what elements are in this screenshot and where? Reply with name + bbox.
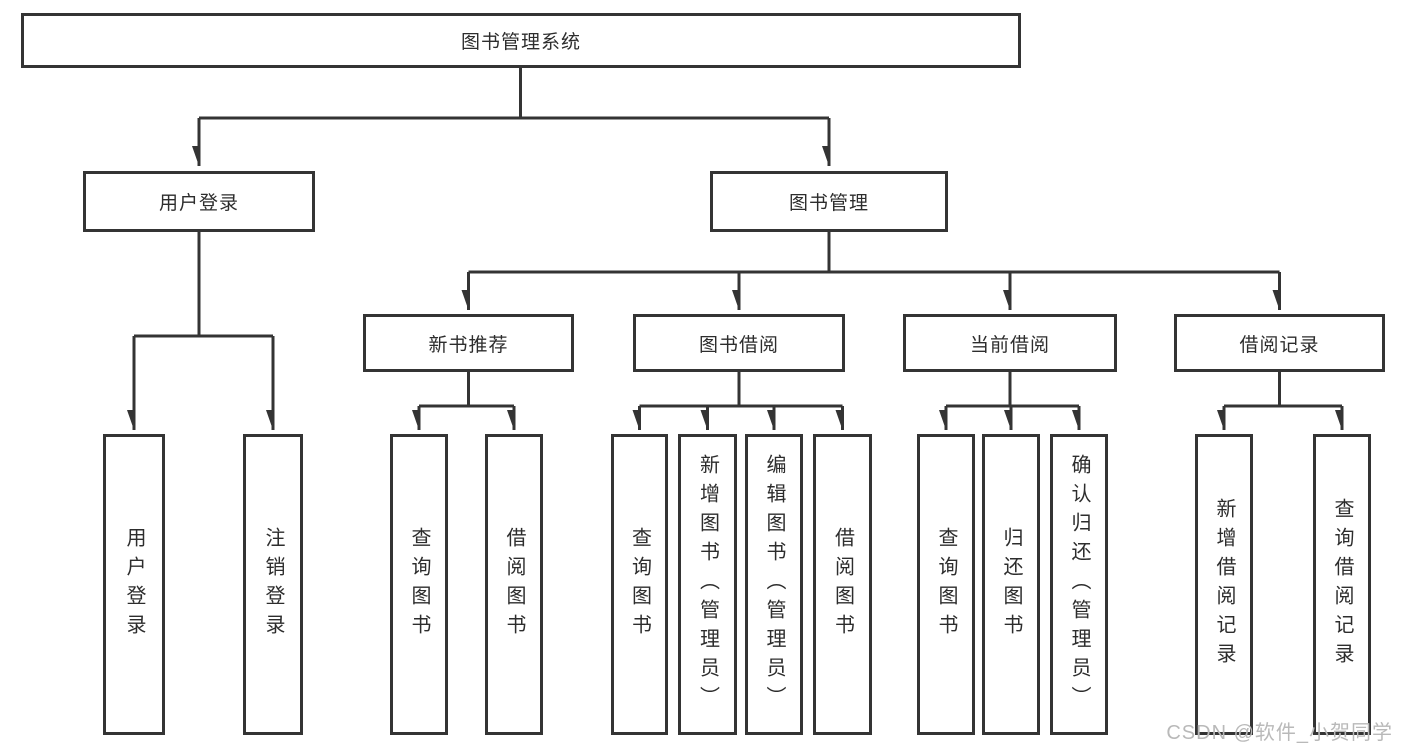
node-label: 查询图书 <box>628 526 651 643</box>
node-label: 新增图书（管理员） <box>696 454 719 715</box>
node-label: 图书管理系统 <box>460 32 581 53</box>
node-label: 图书管理 <box>788 193 869 214</box>
node-label: 编辑图书（管理员） <box>763 454 785 715</box>
tree-edges <box>134 68 1344 430</box>
leaf-edit-books-admin: 编辑图书（管理员） <box>745 434 803 735</box>
csdn-watermark: CSDN @软件_小贺同学 <box>1166 722 1393 744</box>
node-label: 当前借阅 <box>969 334 1050 356</box>
node-book-management: 图书管理 <box>710 171 948 232</box>
leaf-add-borrow-record: 新增借阅记录 <box>1195 434 1253 735</box>
node-label: 用户登录 <box>123 526 145 643</box>
node-new-book-recommend: 新书推荐 <box>363 314 574 372</box>
node-label: 新书推荐 <box>428 334 509 356</box>
node-label: 用户登录 <box>158 193 239 214</box>
node-current-borrow: 当前借阅 <box>903 314 1117 372</box>
node-label: 注销登录 <box>262 526 284 643</box>
node-borrow-record: 借阅记录 <box>1174 314 1385 372</box>
leaf-confirm-return-admin: 确认归还（管理员） <box>1050 434 1108 735</box>
leaf-query-books-current: 查询图书 <box>917 434 975 735</box>
leaf-add-books-admin: 新增图书（管理员） <box>678 434 737 735</box>
node-label: 图书借阅 <box>698 334 779 356</box>
leaf-logout: 注销登录 <box>243 434 303 735</box>
node-label: 借阅图书 <box>831 526 854 643</box>
node-label: 确认归还（管理员） <box>1068 454 1090 715</box>
node-book-borrow: 图书借阅 <box>633 314 845 372</box>
leaf-borrow-books-recommend: 借阅图书 <box>485 434 543 735</box>
node-label: 归还图书 <box>1000 526 1022 643</box>
node-root-system: 图书管理系统 <box>21 13 1021 68</box>
leaf-query-borrow-record: 查询借阅记录 <box>1313 434 1371 735</box>
leaf-user-login: 用户登录 <box>103 434 165 735</box>
leaf-borrow-books: 借阅图书 <box>813 434 872 735</box>
node-label: 新增借阅记录 <box>1213 497 1235 672</box>
node-label: 借阅记录 <box>1239 334 1320 356</box>
node-label: 借阅图书 <box>503 526 525 643</box>
node-label: 查询借阅记录 <box>1331 497 1353 672</box>
leaf-query-books-borrow: 查询图书 <box>611 434 668 735</box>
leaf-return-books: 归还图书 <box>982 434 1040 735</box>
node-label: 查询图书 <box>408 526 430 643</box>
node-label: 查询图书 <box>935 526 957 643</box>
leaf-query-books-recommend: 查询图书 <box>390 434 448 735</box>
node-user-login: 用户登录 <box>83 171 315 232</box>
